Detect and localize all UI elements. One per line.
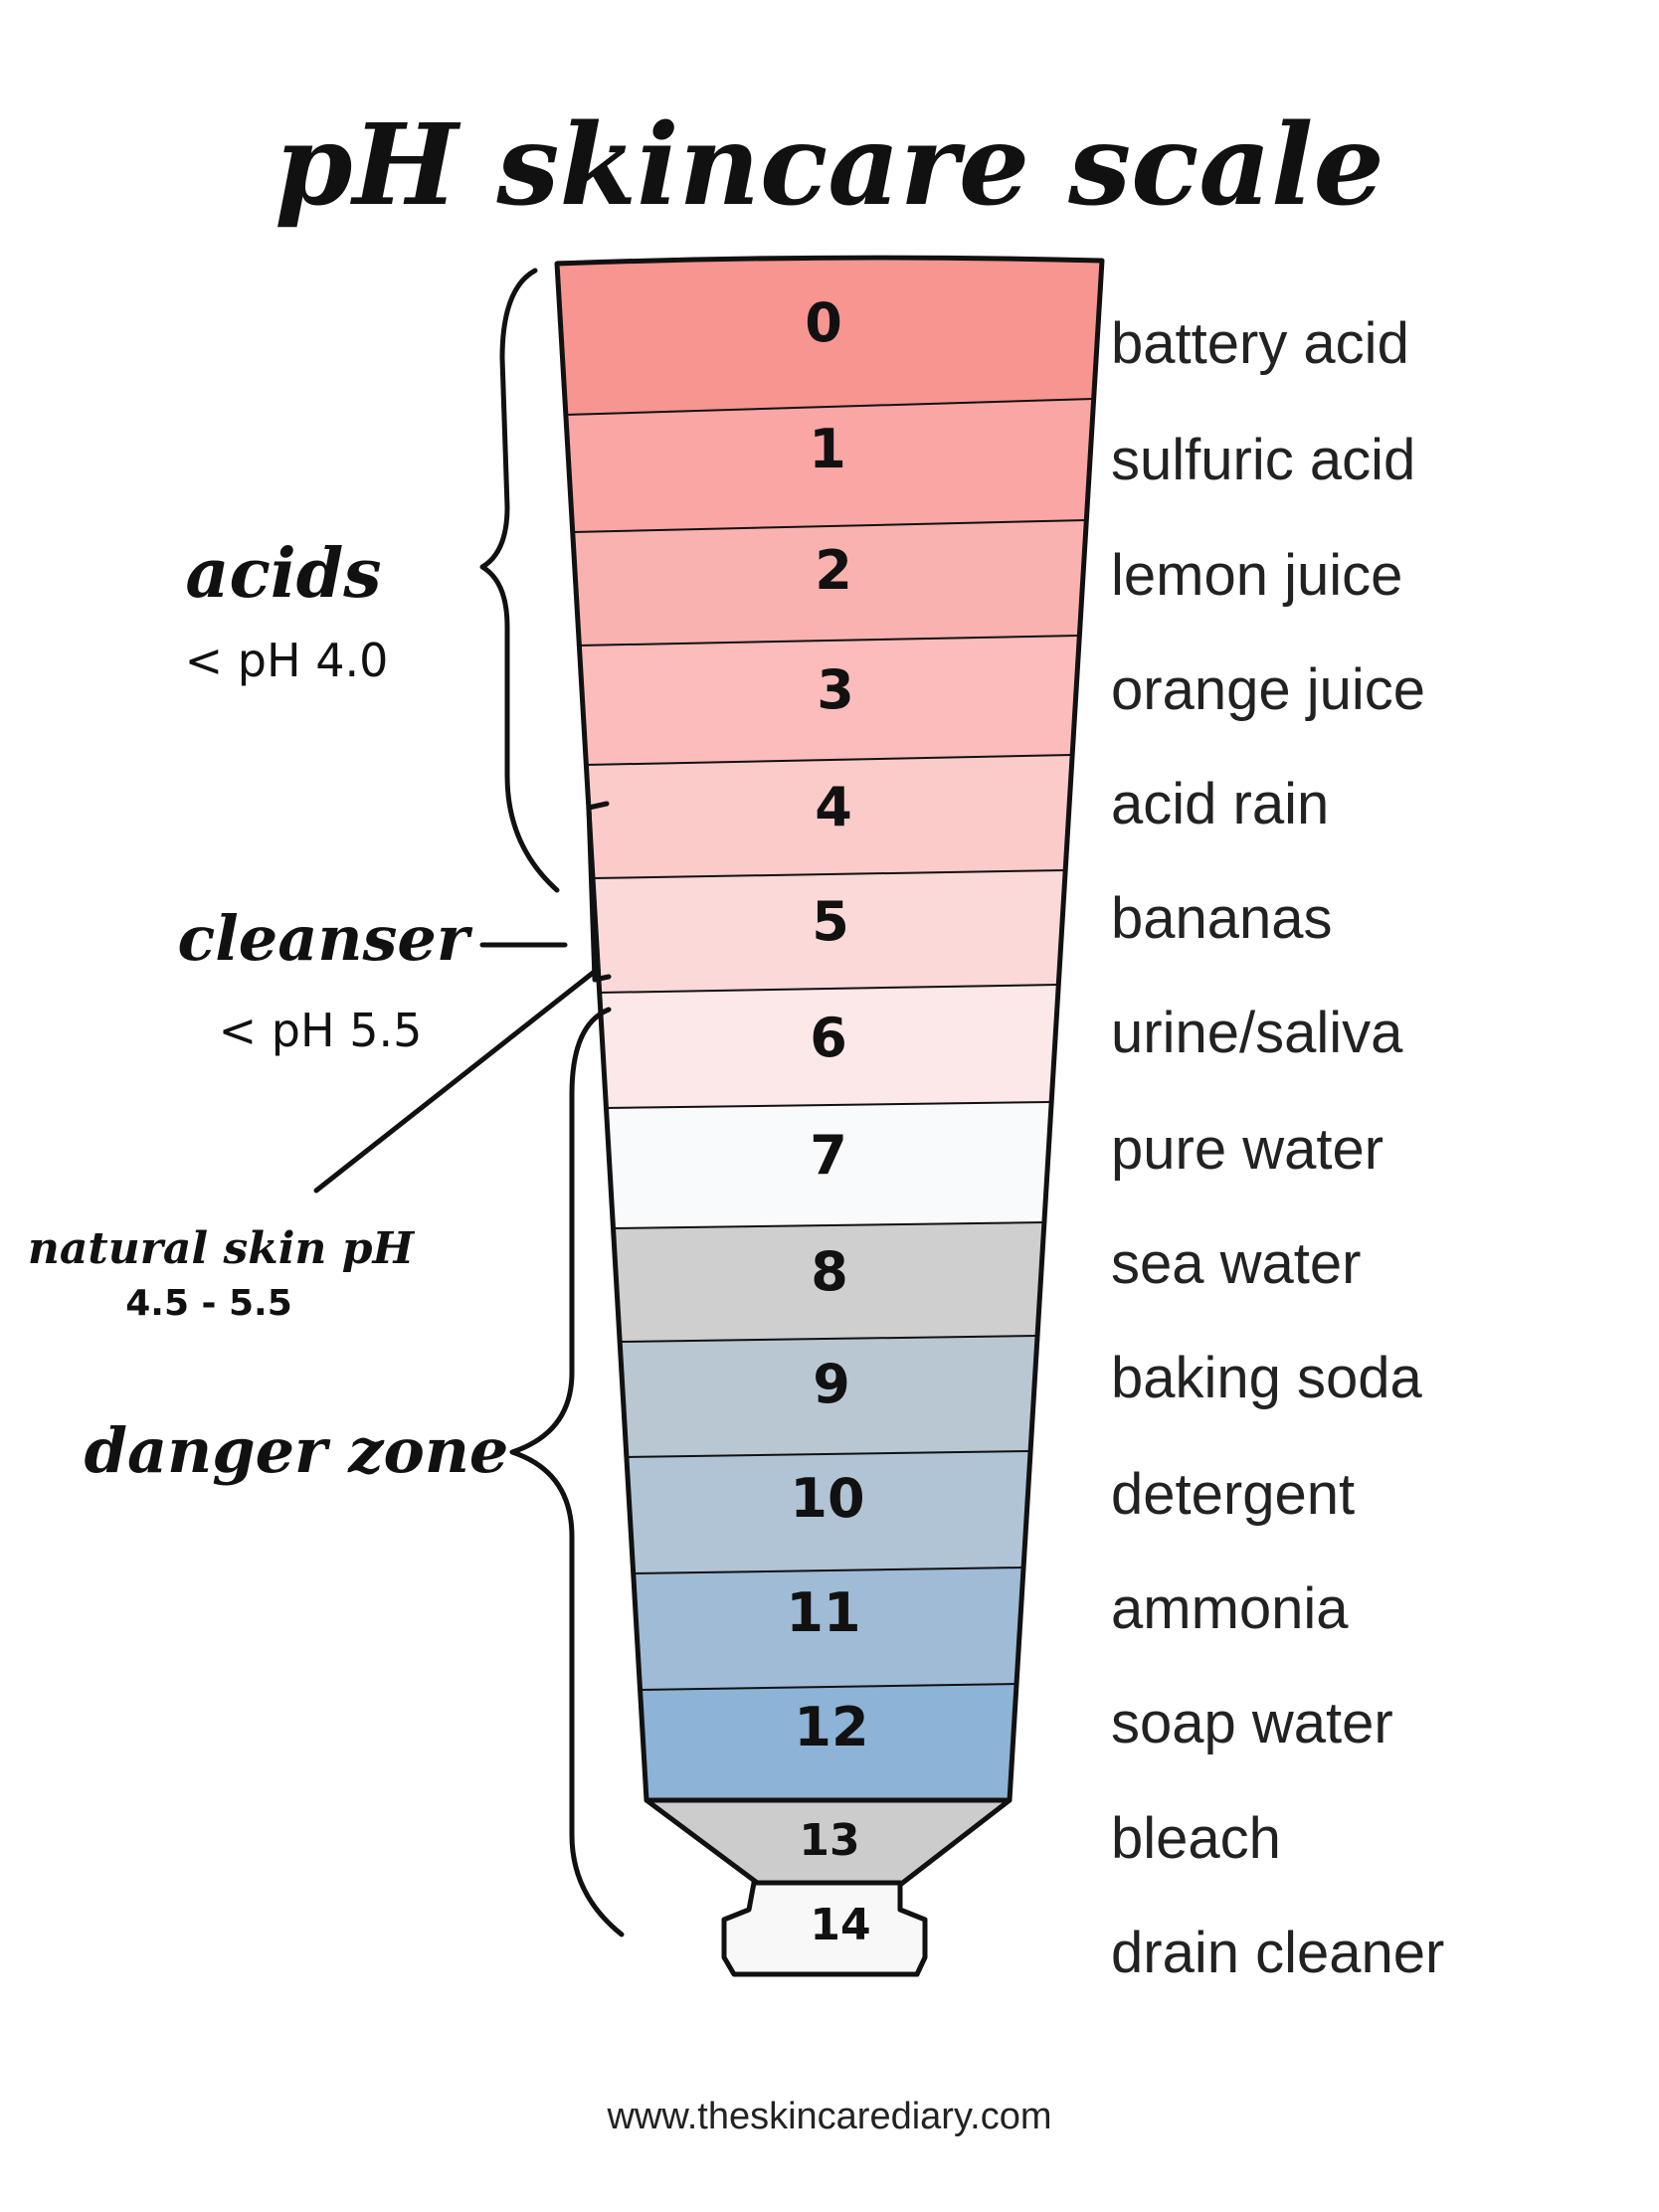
ph-number-7: 7 xyxy=(810,1124,847,1187)
ph-example-10: detergent xyxy=(1111,1462,1355,1527)
ph-number-5: 5 xyxy=(812,890,849,953)
ph-example-8: sea water xyxy=(1111,1231,1361,1296)
ph-example-5: bananas xyxy=(1111,886,1333,951)
ph-example-7: pure water xyxy=(1111,1117,1383,1182)
page-title: pH skincare scale xyxy=(275,100,1383,231)
ph-number-1: 1 xyxy=(809,418,846,480)
ph-example-1: sulfuric acid xyxy=(1111,428,1415,492)
ph-band-1 xyxy=(565,400,1094,533)
ph-example-3: orange juice xyxy=(1111,657,1425,722)
ph-tube-bands xyxy=(557,261,1102,1800)
ph-example-13: bleach xyxy=(1111,1806,1281,1871)
ph-band-10 xyxy=(626,1452,1030,1574)
cleanser-label: cleanser xyxy=(177,902,472,975)
ph-example-9: baking soda xyxy=(1111,1346,1423,1410)
ph-band-4 xyxy=(586,756,1072,879)
ph-band-6 xyxy=(599,986,1058,1109)
natural-skin-pointer-line xyxy=(313,967,600,1194)
cleanser-bracket xyxy=(586,801,612,983)
ph-example-11: ammonia xyxy=(1111,1576,1349,1641)
ph-number-0: 0 xyxy=(805,291,842,354)
ph-number-8: 8 xyxy=(811,1240,848,1303)
ph-band-11 xyxy=(633,1568,1023,1691)
ph-example-2: lemon juice xyxy=(1111,543,1402,608)
acids-threshold: < pH 4.0 xyxy=(185,634,389,687)
ph-example-14: drain cleaner xyxy=(1111,1921,1444,1985)
ph-number-10: 10 xyxy=(790,1467,864,1530)
tube-cap xyxy=(721,1880,928,1977)
danger-zone-brace xyxy=(509,1007,625,1937)
ph-number-11: 11 xyxy=(786,1581,860,1644)
natural-skin-label: natural skin pH xyxy=(28,1223,416,1274)
ph-number-12: 12 xyxy=(794,1696,868,1758)
ph-example-0: battery acid xyxy=(1111,311,1409,376)
ph-example-labels: battery acid sulfuric acid lemon juice oran… xyxy=(1111,311,1444,1985)
ph-band-7 xyxy=(606,1103,1051,1229)
ph-number-2: 2 xyxy=(815,539,852,602)
ph-band-2 xyxy=(572,521,1086,646)
acids-label: acids xyxy=(185,534,381,614)
ph-number-14: 14 xyxy=(810,1900,870,1950)
ph-band-5 xyxy=(592,871,1065,994)
ph-band-8 xyxy=(613,1223,1044,1343)
natural-skin-range: 4.5 - 5.5 xyxy=(125,1283,292,1324)
ph-example-12: soap water xyxy=(1111,1691,1393,1755)
footer-url: www.theskincarediary.com xyxy=(606,2096,1051,2137)
tube-outline xyxy=(554,255,1105,1803)
ph-band-3 xyxy=(579,637,1079,766)
cleanser-threshold: < pH 5.5 xyxy=(219,1004,423,1057)
ph-example-4: acid rain xyxy=(1111,772,1329,836)
ph-number-4: 4 xyxy=(815,776,852,838)
ph-band-0 xyxy=(557,261,1102,416)
ph-number-3: 3 xyxy=(817,658,854,721)
ph-band-9 xyxy=(620,1337,1037,1458)
ph-number-13: 13 xyxy=(799,1815,859,1866)
ph-number-6: 6 xyxy=(810,1007,847,1069)
ph-number-9: 9 xyxy=(813,1353,850,1415)
acids-brace xyxy=(479,268,560,893)
ph-band-12 xyxy=(640,1685,1016,1800)
ph-example-6: urine/saliva xyxy=(1111,1001,1403,1065)
danger-zone-label: danger zone xyxy=(85,1414,509,1487)
